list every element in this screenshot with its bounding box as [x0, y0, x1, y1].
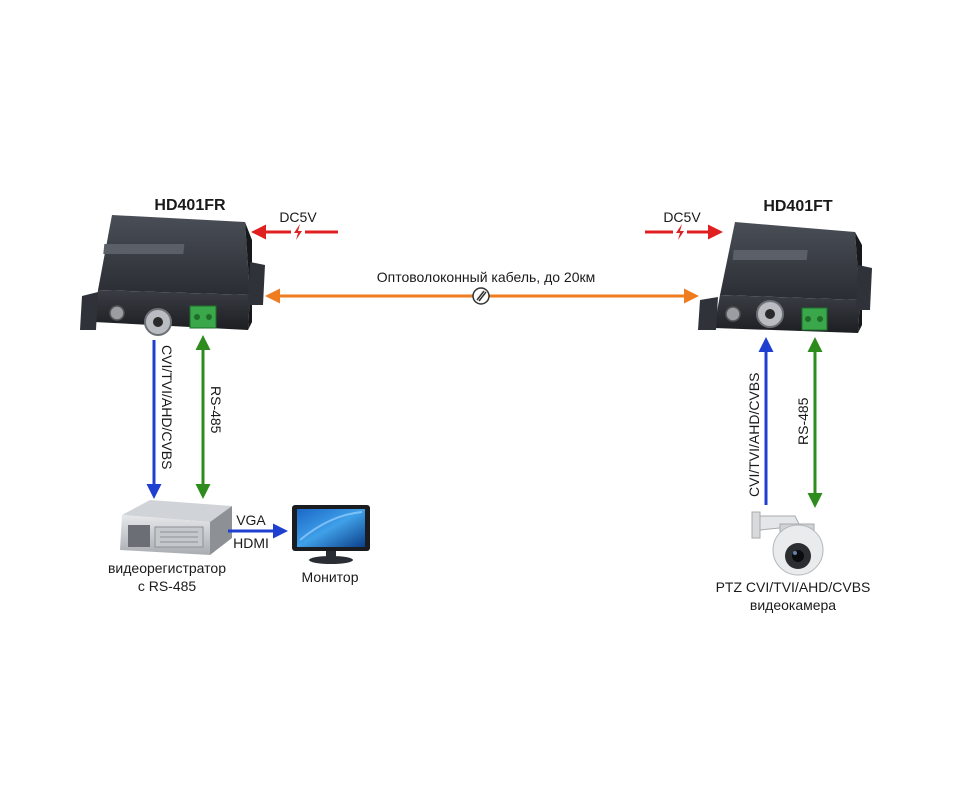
fiber-break-icon [472, 287, 490, 305]
terminal-block-icon [189, 305, 217, 329]
monitor-link-line2: HDMI [233, 535, 269, 551]
receiver-control-label: RS-485 [208, 386, 224, 434]
fiber-label: Оптоволоконный кабель, до 20км [377, 269, 596, 285]
power-bolt-icon [291, 223, 305, 241]
transmitter-control-label: RS-485 [795, 397, 811, 445]
dvr-label-line2: с RS-485 [138, 578, 197, 594]
camera-label-line2: видеокамера [750, 597, 836, 613]
transmitter-video-label: CVI/TVI/AHD/CVBS [746, 373, 762, 497]
monitor-device [292, 505, 370, 564]
power-bolt-icon [673, 223, 687, 241]
dvr-device [120, 500, 232, 555]
transmitter-power-label: DC5V [663, 209, 701, 225]
monitor-link-line1: VGA [236, 512, 266, 528]
dvr-label-line1: видеорегистратор [108, 560, 226, 576]
transmitter-title: HD401FT [763, 198, 833, 215]
camera-label-line1: PTZ CVI/TVI/AHD/CVBS [716, 579, 871, 595]
receiver-video-label: CVI/TVI/AHD/CVBS [159, 345, 175, 469]
monitor-label: Монитор [302, 569, 359, 585]
bnc-connector-icon [756, 300, 784, 328]
bnc-connector-icon [144, 308, 172, 336]
ptz-camera [751, 511, 824, 576]
terminal-block-icon [801, 307, 828, 331]
transmitter-device [698, 222, 872, 333]
receiver-title: HD401FR [154, 197, 226, 214]
receiver-power-label: DC5V [279, 209, 317, 225]
receiver-device [80, 215, 265, 336]
